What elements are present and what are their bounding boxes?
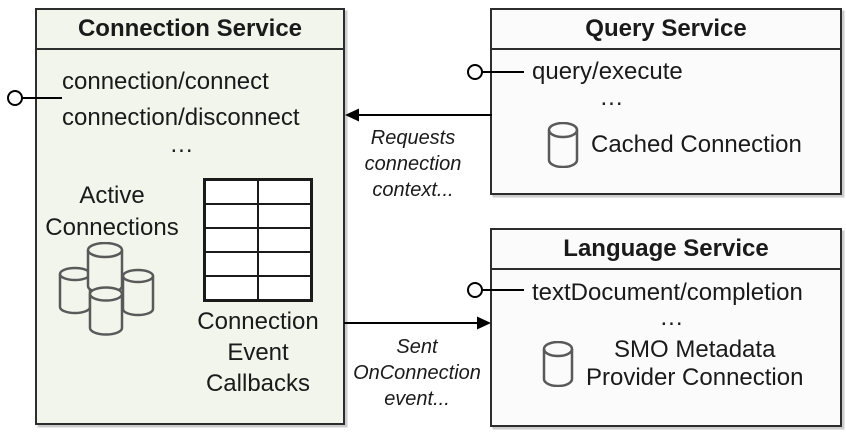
query-service-box: Query Service query/execute ... Cached C… — [490, 8, 842, 195]
methods-ellipsis: ... — [660, 304, 684, 331]
connection-service-methods: connection/connect connection/disconnect… — [62, 64, 302, 158]
database-icon — [547, 122, 579, 168]
requests-connection-context-label: Requests connection context... — [364, 127, 462, 201]
active-connections-label: Active Connections — [45, 182, 179, 241]
table-cell — [205, 228, 258, 252]
connection-event-callbacks-label: Connection Event Callbacks — [197, 308, 319, 397]
database-icon — [542, 341, 574, 387]
arrow-sent-onconnection-event — [344, 316, 491, 330]
language-service-title: Language Service — [492, 230, 840, 270]
table-cell — [258, 180, 311, 204]
language-service-methods: textDocument/completion ... — [532, 276, 812, 331]
active-connections-cylinders-icon — [58, 242, 155, 336]
method-query-execute: query/execute — [532, 58, 683, 85]
method-connection-disconnect: connection/disconnect — [62, 104, 300, 131]
provided-interface-icon-connection — [7, 90, 62, 106]
provided-interface-icon-query — [467, 64, 524, 80]
table-cell — [258, 228, 311, 252]
cached-connection-label: Cached Connection — [591, 131, 802, 158]
smo-metadata-label: SMO Metadata Provider Connection — [586, 336, 804, 391]
sent-onconnection-event-label: Sent OnConnection event... — [353, 336, 481, 410]
connection-service-title: Connection Service — [37, 10, 343, 50]
table-cell — [205, 276, 258, 300]
provided-interface-icon-language — [467, 282, 524, 298]
method-textdocument-completion: textDocument/completion — [532, 279, 803, 306]
query-service-methods: query/execute ... — [532, 55, 692, 111]
table-cell — [258, 276, 311, 300]
query-service-title: Query Service — [492, 10, 840, 50]
methods-ellipsis: ... — [170, 131, 194, 158]
arrow-requests-connection-context — [345, 108, 492, 122]
language-service-box: Language Service textDocument/completion… — [490, 228, 842, 427]
connections-table — [203, 178, 313, 302]
table-cell — [205, 252, 258, 276]
cached-connection-row: Cached Connection — [547, 122, 802, 168]
table-cell — [205, 204, 258, 228]
method-connection-connect: connection/connect — [62, 68, 269, 95]
table-cell — [258, 204, 311, 228]
connection-service-box: Connection Service connection/connect co… — [35, 8, 345, 425]
table-cell — [205, 180, 258, 204]
methods-ellipsis: ... — [600, 84, 624, 111]
table-cell — [258, 252, 311, 276]
smo-metadata-row: SMO Metadata Provider Connection — [542, 336, 803, 392]
